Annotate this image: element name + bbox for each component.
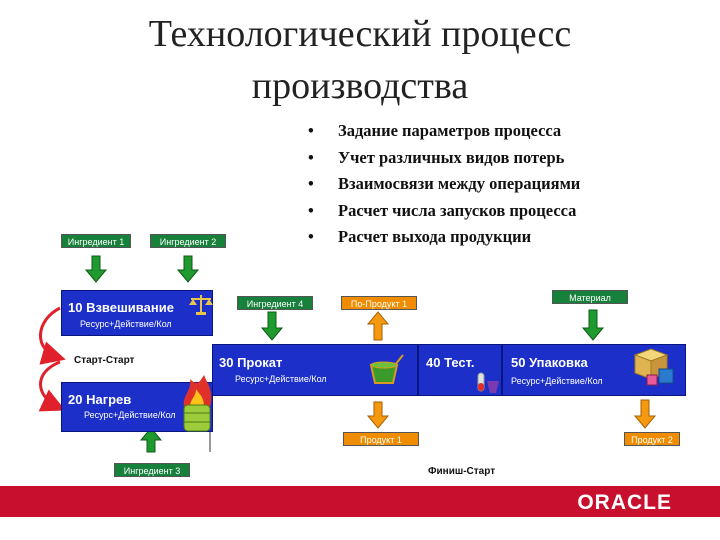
scales-icon — [189, 295, 213, 315]
start-start-link-upper — [39, 306, 66, 365]
ingredient-1-tag: Ингредиент 1 — [61, 234, 131, 248]
list-item-text: Расчет числа запусков процесса — [338, 200, 577, 220]
byproduct-1-tag: По-Продукт 1 — [341, 296, 417, 310]
list-item-text: Взаимосвязи между операциями — [338, 174, 581, 193]
bullet-icon: • — [308, 200, 314, 220]
list-item: • Расчет выхода продукции — [308, 224, 580, 251]
operation-30-block: 30 Прокат Ресурс+Действие/Кол — [212, 344, 418, 396]
title-line-1: Технологический процесс — [148, 13, 572, 55]
feature-list: • Задание параметров процесса • Учет разли… — [308, 118, 580, 251]
mixer-icon — [369, 354, 404, 384]
ingredient-3-tag: Ингредиент 3 — [114, 463, 190, 477]
bullet-icon: • — [308, 174, 314, 193]
operation-40-title: 40 Тест. — [426, 355, 475, 370]
list-item: • Задание параметров процесса — [308, 118, 580, 145]
list-item: • Учет различных видов потерь — [308, 145, 580, 172]
test-tube-icon — [477, 372, 499, 393]
product-1-tag: Продукт 1 — [343, 432, 419, 446]
title-line-2: производства — [251, 65, 469, 107]
bullet-icon: • — [308, 147, 314, 167]
ingredient-4-tag: Ингредиент 4 — [237, 296, 313, 310]
output-arrow-product1 — [366, 401, 390, 429]
input-arrow-ingredient4 — [260, 311, 284, 341]
package-boxes-icon — [633, 348, 674, 386]
input-arrow-ingredient1 — [84, 255, 108, 283]
operation-10-title: 10 Взвешивание — [68, 300, 174, 315]
output-arrow-product2 — [633, 399, 657, 429]
oracle-logo: ORACLE — [577, 491, 672, 514]
operation-20-subtitle: Ресурс+Действие/Кол — [84, 410, 176, 420]
list-item-text: Расчет выхода продукции — [338, 227, 532, 246]
operation-20-block: 20 Нагрев Ресурс+Действие/Кол — [61, 375, 213, 432]
footer-bar: ORACLE — [0, 486, 720, 517]
bullet-icon: • — [308, 227, 314, 246]
finish-start-label: Финиш-Старт — [428, 466, 496, 477]
operation-50-block: 50 Упаковка Ресурс+Действие/Кол — [502, 344, 686, 396]
list-item: • Взаимосвязи между операциями — [308, 171, 580, 198]
operation-50-title: 50 Упаковка — [511, 355, 588, 370]
operation-50-subtitle: Ресурс+Действие/Кол — [511, 376, 603, 386]
operation-30-subtitle: Ресурс+Действие/Кол — [235, 374, 327, 384]
list-item: • Расчет числа запусков процесса — [308, 198, 580, 225]
output-arrow-byproduct1 — [366, 311, 390, 341]
operation-40-block: 40 Тест. — [418, 344, 502, 396]
list-item-text: Задание параметров процесса — [338, 121, 562, 140]
input-arrow-ingredient2 — [176, 255, 200, 283]
material-tag: Материал — [552, 290, 628, 304]
start-start-label: Старт-Старт — [74, 355, 135, 366]
start-start-link-lower — [38, 360, 66, 412]
heating-drum-icon — [183, 375, 212, 432]
operation-10-block: 10 Взвешивание Ресурс+Действие/Кол — [61, 290, 213, 336]
input-arrow-ingredient3 — [139, 427, 163, 453]
bullet-icon: • — [308, 121, 314, 140]
operation-10-subtitle: Ресурс+Действие/Кол — [80, 319, 172, 329]
list-item-text: Учет различных видов потерь — [338, 147, 565, 167]
operation-20-title: 20 Нагрев — [68, 392, 132, 407]
input-arrow-material — [581, 309, 605, 341]
product-2-tag: Продукт 2 — [624, 432, 680, 446]
operation-30-title: 30 Прокат — [219, 355, 283, 370]
ingredient-2-tag: Ингредиент 2 — [150, 234, 226, 248]
page-title: Технологический процесс производства — [60, 8, 660, 112]
